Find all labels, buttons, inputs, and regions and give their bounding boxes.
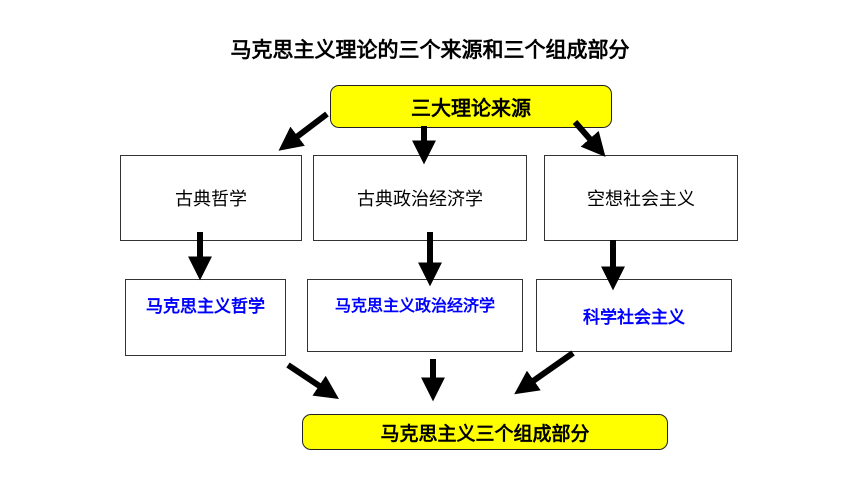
components-footer-label: 马克思主义三个组成部分	[380, 422, 590, 445]
source-box-classical-political-economy: 古典政治经济学	[313, 155, 527, 241]
components-footer-box: 马克思主义三个组成部分	[302, 414, 668, 450]
source-box-utopian-socialism: 空想社会主义	[544, 155, 738, 241]
component-label-marxist-political-economy: 马克思主义政治经济学	[334, 296, 495, 315]
sources-header-box: 三大理论来源	[330, 85, 612, 128]
component-box-scientific-socialism: 科学社会主义	[536, 279, 732, 352]
sources-header-label: 三大理论来源	[411, 96, 531, 120]
source-box-classical-philosophy: 古典哲学	[120, 155, 302, 241]
diagram-title: 马克思主义理论的三个来源和三个组成部分	[230, 38, 630, 62]
component-box-marxist-political-economy: 马克思主义政治经济学	[307, 279, 523, 352]
arrow-socialism-to-footer	[514, 350, 575, 395]
arrow-to-classical-philosophy	[278, 111, 329, 151]
arrow-to-utopian-socialism	[572, 120, 606, 157]
source-label-classical-political-economy: 古典政治经济学	[357, 189, 483, 210]
source-label-classical-philosophy: 古典哲学	[175, 189, 247, 210]
arrow-philosophy-to-footer	[286, 362, 339, 399]
component-label-scientific-socialism: 科学社会主义	[583, 308, 685, 328]
component-box-marxist-philosophy: 马克思主义哲学	[125, 279, 286, 356]
source-label-utopian-socialism: 空想社会主义	[587, 189, 695, 210]
component-label-marxist-philosophy: 马克思主义哲学	[146, 297, 265, 317]
